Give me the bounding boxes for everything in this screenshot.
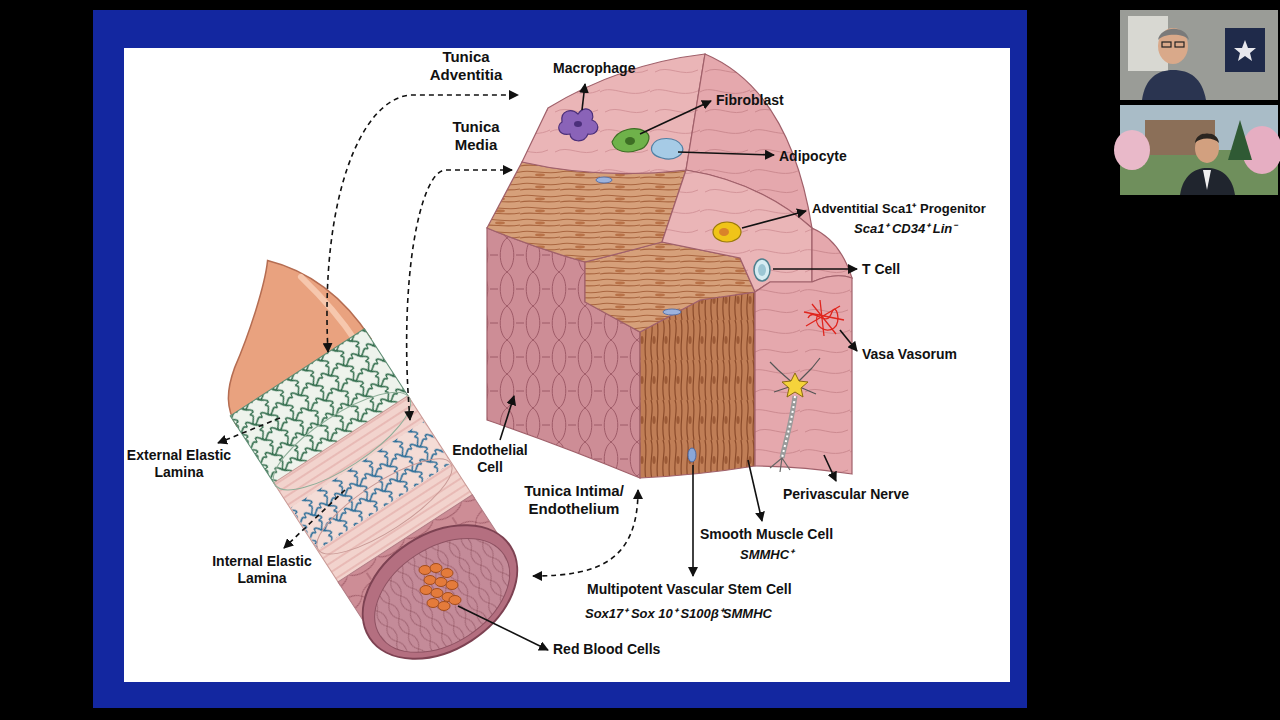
part-label: Smooth Muscle Cell [700,526,833,543]
layer-bracket-arrow [327,95,518,352]
red-blood-cells [419,564,461,611]
part-label: Sox17⁺ Sox 10⁺ S100β⁺SMMHC [585,606,772,622]
part-label: Adipocyte [779,148,847,165]
macrophage-cell [559,109,598,141]
part-label: Adventitial Sca1⁺ Progenitor [812,201,986,217]
part-label: Macrophage [553,60,635,77]
webcam-thumbnail [1120,10,1278,100]
leader-arrow [742,211,806,228]
media-top [487,162,686,262]
vasa-vasorum [804,300,844,336]
stem-cell [688,448,696,462]
adventitia-face [755,276,852,474]
leader-arrow [218,418,280,443]
progenitor-cell [713,222,741,242]
slide-frame [93,10,1027,708]
wall-section-block [487,54,852,478]
part-label: Sca1⁺ CD34⁺ Lin⁻ [854,221,956,237]
lumen [354,515,530,676]
layer-bracket-arrow [407,170,512,420]
stem-cell [596,177,612,183]
leader-arrow [500,396,514,440]
part-label: Fibroblast [716,92,784,109]
part-label: T Cell [862,261,900,278]
part-label: Tunica Intima/ Endothelium [518,482,630,518]
part-label: Tunica Media [436,118,516,154]
artery-tube [167,234,542,686]
adventitia-step [662,170,812,292]
layer-bracket-arrow [533,490,638,576]
part-label: Multipotent Vascular Stem Cell [587,581,792,598]
leader-arrow [773,268,857,270]
leader-arrow [748,460,762,521]
adventitia-side [812,228,852,282]
part-label: Tunica Adventitia [418,48,514,84]
adventitia-top [522,54,705,174]
leader-arrows [218,84,857,650]
leader-arrow [840,330,857,351]
leader-arrow [824,455,836,481]
webcam-thumbnail [1114,105,1280,195]
leader-arrow [678,152,774,155]
leader-arrow [582,84,585,110]
part-label: External Elastic Lamina [122,447,236,481]
t-cell [754,259,770,281]
part-label: Internal Elastic Lamina [202,553,322,587]
leader-arrow [284,490,345,548]
part-label: SMMHC⁺ [740,547,793,563]
leader-arrow [458,606,548,650]
part-label: Vasa Vasorum [862,346,957,363]
stem-cell [663,309,681,315]
part-label: Endothelial Cell [448,442,532,476]
vessel-mouth [338,498,542,687]
leader-arrow [640,101,711,134]
perivascular-nerve [770,358,820,472]
slide-ground [124,48,1010,682]
part-label: Perivascular Nerve [783,486,909,503]
adipocyte-cell [651,139,682,160]
part-label: Red Blood Cells [553,641,660,658]
leader-arrow [692,465,694,576]
